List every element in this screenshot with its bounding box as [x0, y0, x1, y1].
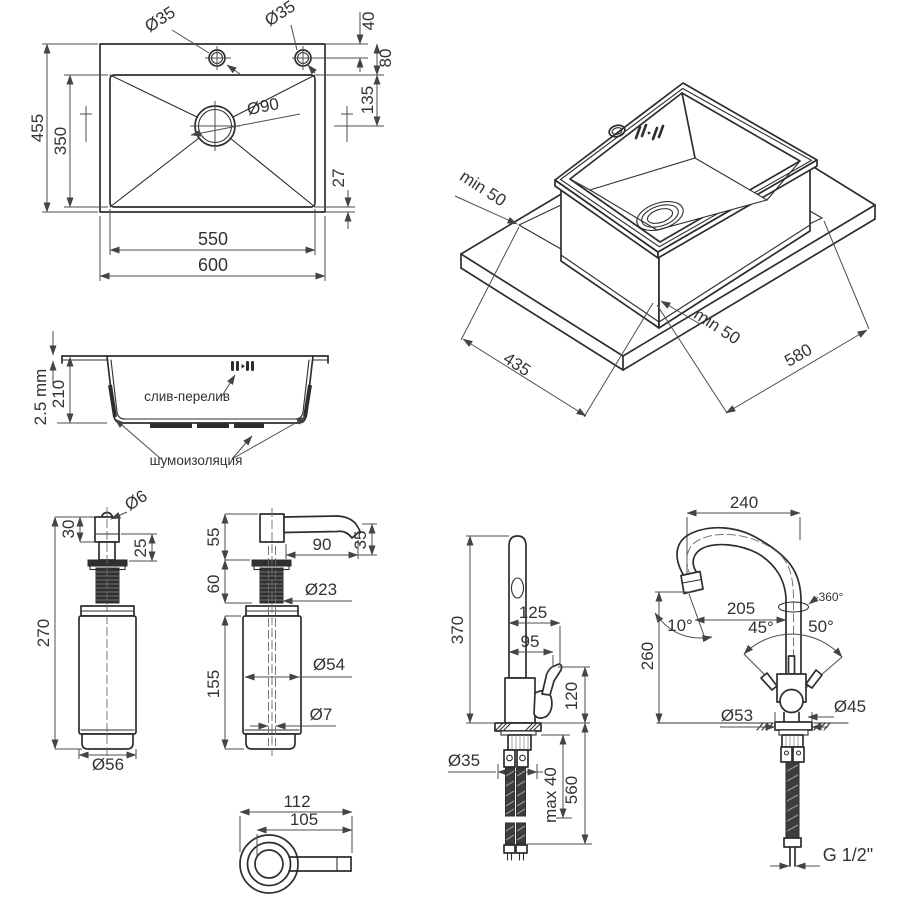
- flex-hose-single: [783, 761, 802, 867]
- dim-head2-height: 55: [204, 528, 223, 547]
- dim-mount-hole: Ø35: [448, 751, 480, 770]
- dim-tube-hole: Ø7: [310, 705, 333, 724]
- view-dispenser-side: Ø6 30 25 270 Ø56: [34, 486, 157, 774]
- dim-thread-height: 60: [204, 575, 223, 594]
- dim-body-diameter: Ø45: [834, 697, 866, 716]
- sink-outer-edge: [99, 43, 326, 213]
- dispenser-bottle: [78, 615, 137, 735]
- dim-outer-width: 600: [198, 255, 228, 275]
- sink-bowl-edge: [109, 74, 316, 208]
- dim-disptop-total: 112: [283, 792, 310, 811]
- hose-connectors: [516, 749, 529, 768]
- dim-outlet-height: 260: [638, 642, 657, 670]
- view-sink-section: 2.5 mm 210 слив-перелив шумоизоляция: [31, 331, 329, 468]
- dim-swivel: 360°: [819, 590, 844, 604]
- insulation-pad-bottom-1: [150, 423, 192, 428]
- aerator: [680, 570, 704, 595]
- locknut: [781, 734, 804, 748]
- dim-thread-size: G 1/2": [823, 845, 873, 865]
- drain-isometric: [636, 201, 684, 231]
- handle-right-position: [805, 669, 823, 689]
- label-overflow: слив-перелив: [144, 389, 230, 404]
- dim-rim-27: 27: [329, 169, 348, 188]
- overflow-icon-section: [231, 361, 254, 371]
- tap-hole-isometric: [608, 124, 626, 138]
- dispenser-flange-circle: [239, 834, 299, 894]
- dim-cutout-length: 580: [781, 340, 815, 371]
- dim-reach-95: 95: [521, 632, 540, 651]
- dim-spout-angle: 10°: [667, 616, 693, 635]
- dim-bowl-depth: 350: [51, 127, 70, 155]
- dim-outer-depth: 455: [28, 114, 47, 142]
- dim-handle-angle-right: 50°: [808, 617, 834, 636]
- flex-hoses: [503, 767, 528, 861]
- faucet-body: [504, 677, 536, 724]
- dim-counter-thickness: max 40: [541, 767, 560, 823]
- dim-bowl-height: 210: [49, 380, 68, 408]
- dim-reach-125: 125: [519, 603, 547, 622]
- dim-steel-thickness: 2.5 mm: [31, 369, 50, 426]
- swivel-ring: [777, 601, 810, 613]
- dim-spout-width: 240: [730, 493, 758, 512]
- dim-drain: Ø90: [245, 94, 280, 119]
- dim-cutout-width: 435: [500, 349, 534, 380]
- dim-spout-length: 90: [313, 535, 332, 554]
- dispenser2-thread: [259, 567, 284, 604]
- handle-center-position: [787, 655, 796, 675]
- dim-head-height: 30: [59, 520, 78, 539]
- view-dispenser-top: 112 105: [239, 792, 353, 894]
- faucet-handle-lever: [541, 663, 563, 696]
- dim-hole-offset: 40: [359, 12, 378, 31]
- dim-bottle-height: 155: [204, 670, 223, 698]
- view-sink-isometric: min 50 435 min 50 580: [454, 82, 876, 418]
- label-sound-insulation: шумоизоляция: [150, 453, 243, 468]
- dispenser-thread: [95, 567, 120, 604]
- faucet-spout-column: [508, 535, 527, 679]
- insulation-pad-bottom-3: [234, 423, 264, 428]
- dispenser2-spout: [283, 515, 361, 539]
- dim-bowl-width: 550: [198, 229, 228, 249]
- mixer-ball: [779, 688, 804, 714]
- view-faucet-front: 240 360° 45° 50° 205 10° 260: [638, 493, 873, 870]
- dim-handle-angle-left: 45°: [748, 618, 774, 637]
- dim-bottle2-diameter: Ø54: [313, 655, 345, 674]
- handle-left-position: [760, 672, 778, 691]
- faucet-shank: [507, 734, 532, 751]
- overflow-icon-isometric: [634, 123, 665, 141]
- dim-flange-diameter: Ø53: [721, 706, 753, 725]
- dim-ball: Ø6: [121, 486, 150, 514]
- dim-faucet-height: 370: [448, 616, 467, 644]
- faucet-front-flange: [774, 721, 813, 731]
- view-dispenser-spout: 55 90 35 60 Ø23 155 Ø54 Ø7: [204, 508, 377, 756]
- insulation-pad-left: [108, 384, 117, 418]
- dim-body-height: 120: [562, 682, 581, 710]
- insulation-pad-bottom-2: [197, 423, 229, 428]
- dim-bottle-diameter: Ø56: [92, 755, 124, 774]
- dim-clearance-front: min 50: [690, 305, 743, 349]
- dim-clearance-left: min 50: [456, 167, 509, 211]
- dim-tap-hole-right: Ø35: [261, 0, 298, 30]
- dim-spout-height: 35: [351, 531, 370, 550]
- dim-disptop-spout: 105: [290, 810, 318, 829]
- insulation-pad-right: [303, 384, 312, 418]
- dim-drain-offset: 135: [358, 86, 377, 114]
- dim-reach-205: 205: [727, 599, 755, 618]
- view-faucet-side: 370 125 95 120 Ø35 max 40 560: [448, 535, 592, 861]
- dim-total-height: 270: [34, 619, 53, 647]
- dim-thread-diameter: Ø23: [305, 580, 337, 599]
- gooseneck-spout-outer: [676, 526, 802, 675]
- dim-hose-length: 560: [562, 776, 581, 804]
- dim-rim-80: 80: [376, 49, 395, 68]
- dim-neck-height: 25: [131, 539, 150, 558]
- view-sink-top: Ø35 Ø35 Ø90 455 350 550 600 40 80 135: [28, 0, 395, 281]
